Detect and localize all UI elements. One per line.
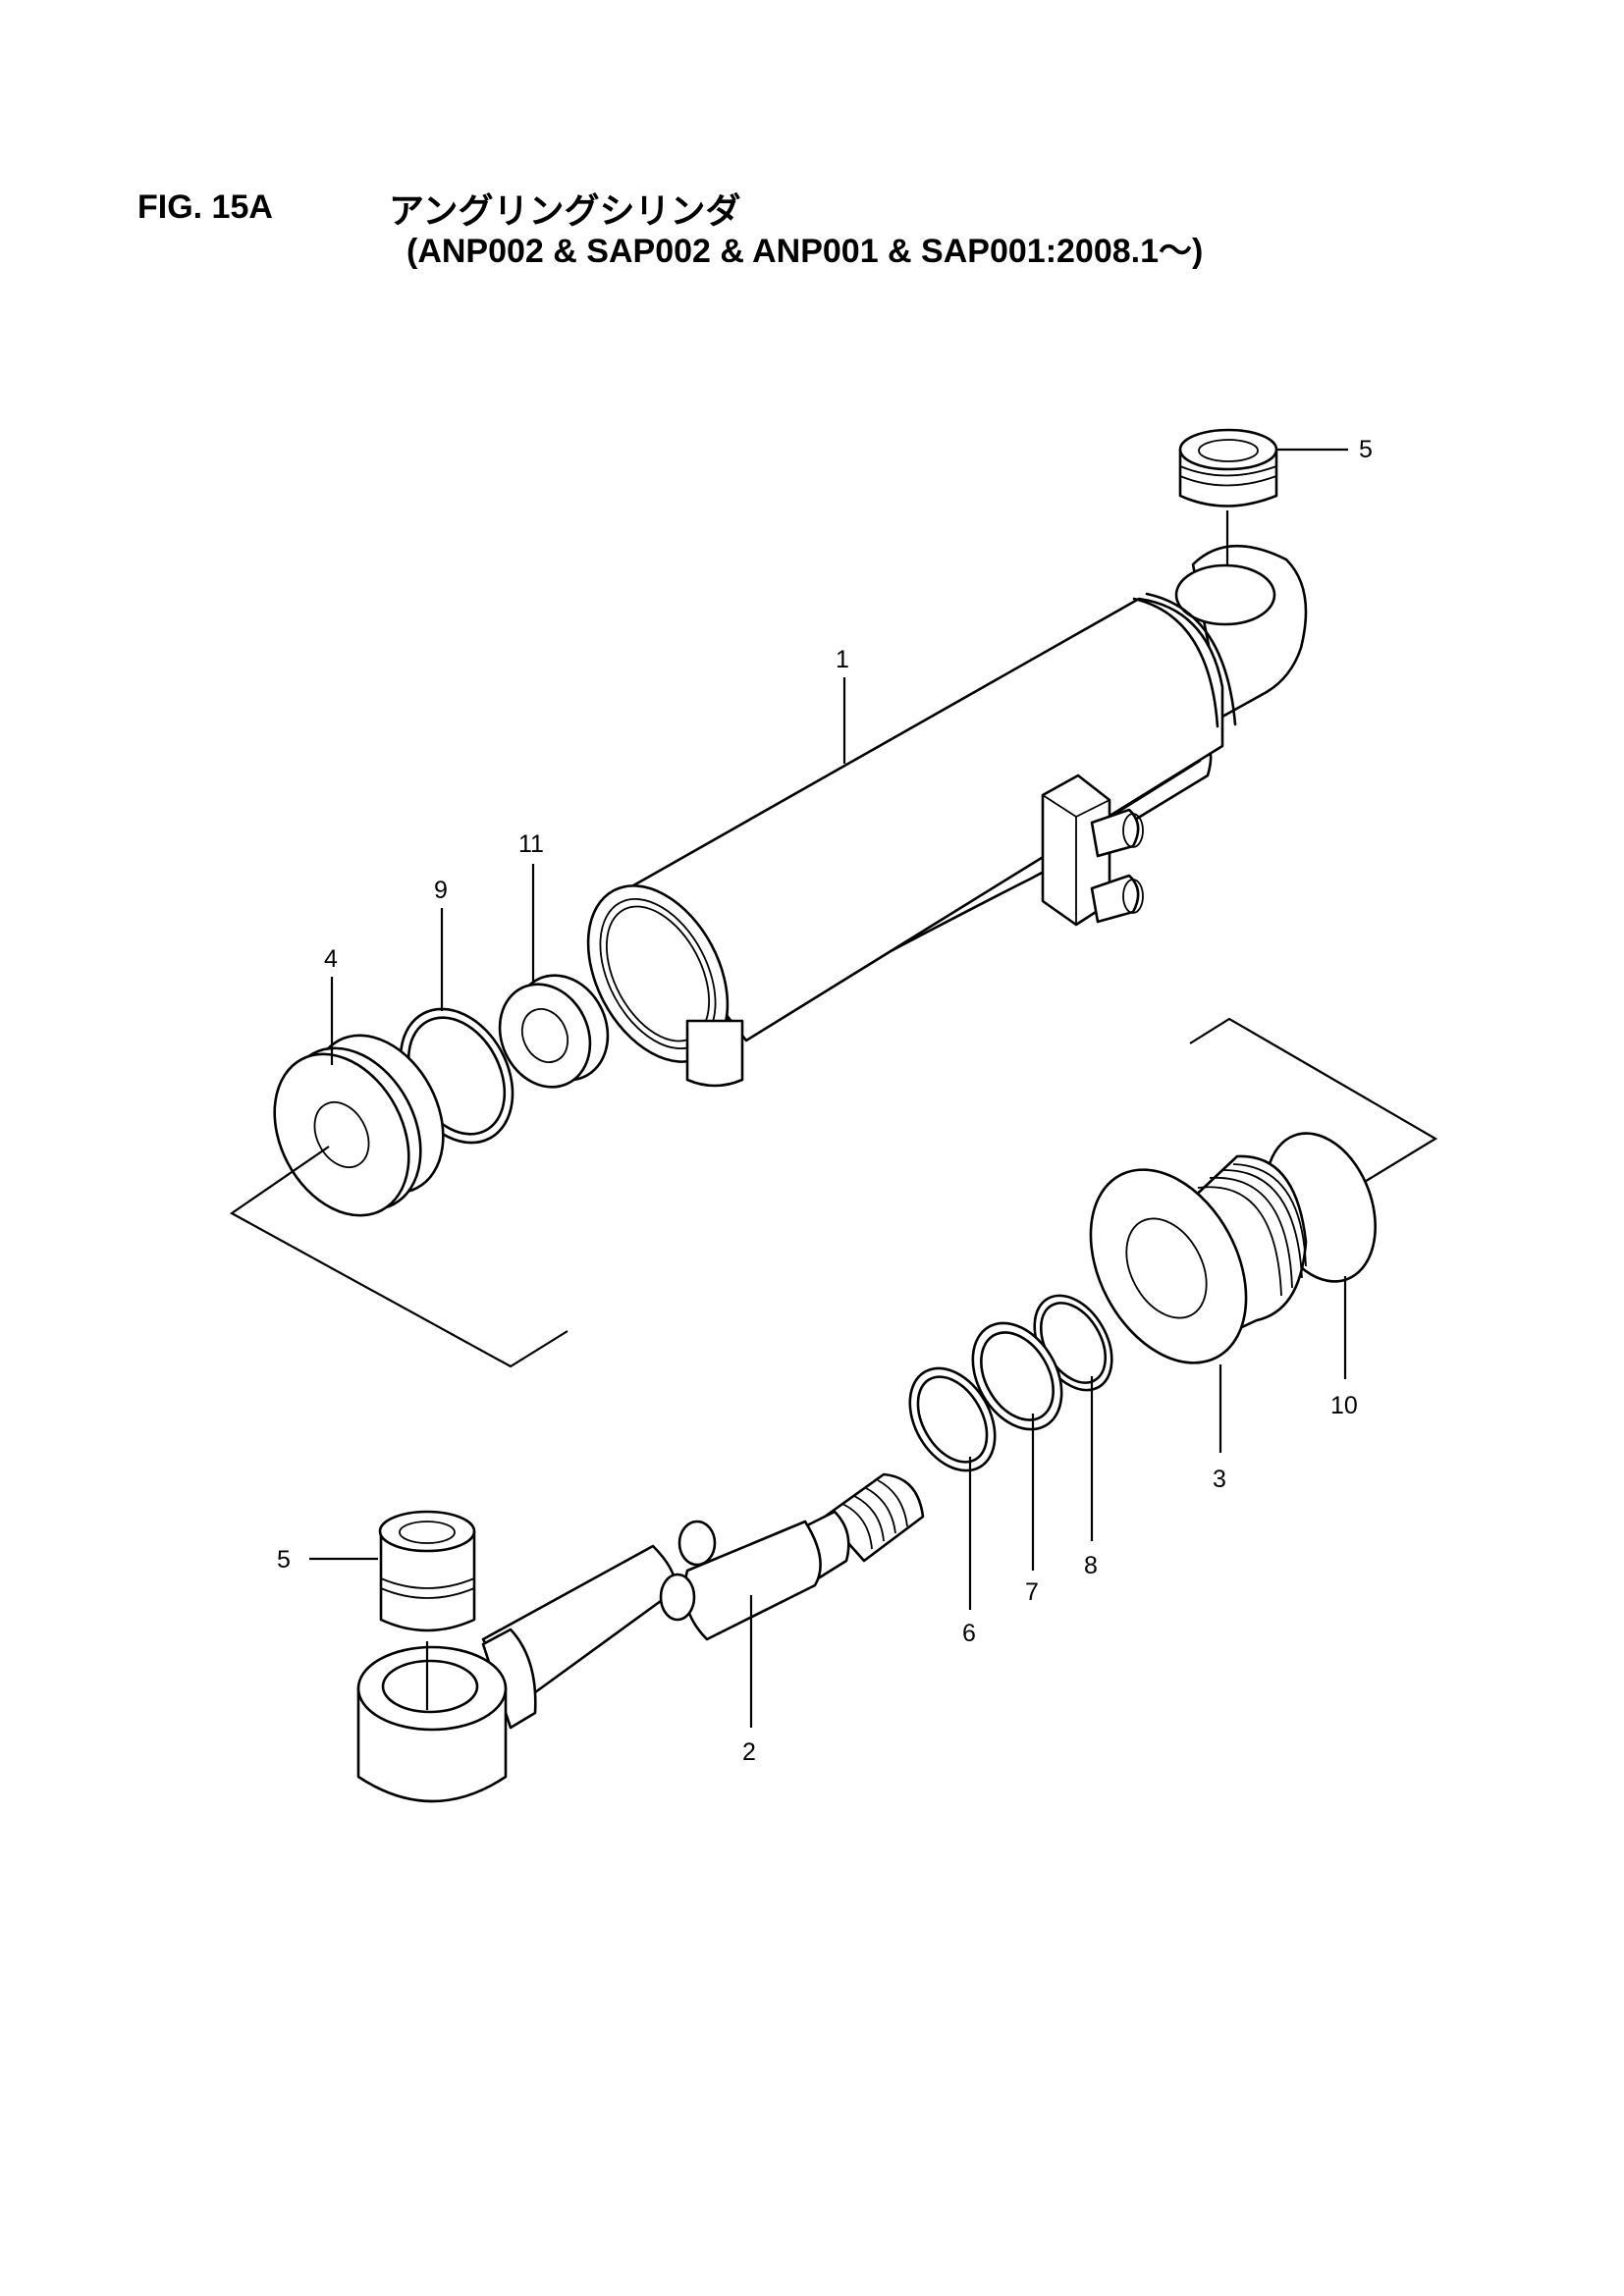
callout-9: 9 [434, 877, 448, 904]
callout-2: 2 [742, 1738, 756, 1766]
part-4-piston [273, 1034, 445, 1217]
callout-4: 4 [324, 945, 338, 973]
callout-8: 8 [1084, 1552, 1098, 1579]
callout-10: 10 [1330, 1392, 1358, 1419]
figure-title: アングリングシリンダ [389, 191, 741, 232]
figure-subtitle: (ANP002 & SAP002 & ANP001 & SAP001:2008.… [406, 233, 1204, 270]
callout-5-top: 5 [1359, 436, 1373, 463]
part-6-ring [908, 1366, 997, 1472]
callout-5-bottom: 5 [277, 1546, 291, 1574]
figure-number: FIG. 15A [137, 188, 273, 226]
assembly-bracket-right [1189, 1017, 1438, 1184]
callout-1: 1 [836, 646, 849, 673]
part-7-ring [971, 1321, 1063, 1431]
leader-lines [309, 448, 1348, 1728]
part-1-cylinder-tube [586, 544, 1308, 1088]
part-11-bushing [498, 974, 610, 1089]
assembly-bracket-left [229, 1146, 568, 1368]
callout-11: 11 [518, 830, 544, 858]
callout-6: 6 [962, 1620, 976, 1647]
callout-3: 3 [1213, 1466, 1226, 1493]
part-3-cylinder-head [1089, 1154, 1308, 1364]
part-2-piston-rod [356, 1472, 925, 1803]
callout-7: 7 [1025, 1578, 1039, 1606]
part-5-top-bushing [1178, 428, 1278, 507]
part-5-bottom-bushing [378, 1510, 476, 1632]
